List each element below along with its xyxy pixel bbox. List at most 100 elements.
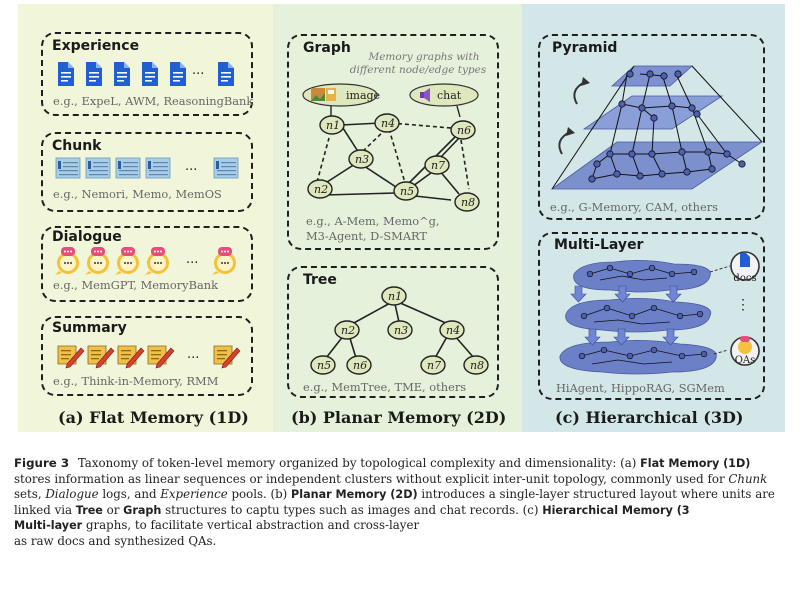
tree-node-label: n5 [317,359,331,372]
layer-node [678,352,686,360]
graph-node: n8 [454,192,480,212]
graph-node-label: n5 [400,185,414,198]
pyramid-node [606,150,614,158]
pyramid-node [588,175,596,183]
graph-title: Graph [303,40,351,56]
experience-examples: e.g., ExpeL, AWM, ReasoningBank [53,94,254,108]
graph-node: n1 [319,115,345,135]
chat-bubble-icon [212,247,236,275]
layer-node [578,352,586,360]
tree-node-label: n8 [470,359,484,372]
hierarchical-memory-panel: Pyramid Multi-Layer [522,4,785,432]
curved-arrow-icon [573,81,586,105]
multilayer-box [538,232,765,400]
chunk-ellipsis: ··· [185,163,197,178]
layer-top [573,260,711,293]
pyramid-node [674,70,682,78]
layer-node [650,304,658,312]
pyramid-node [683,168,691,176]
pyramid-node [693,110,701,118]
summary-box [41,316,253,396]
layer-node [586,270,594,278]
caption-term-graph: Graph [123,503,162,517]
summary-ellipsis: ··· [187,351,199,366]
text-chunk-icon [55,157,81,179]
caption-occlusion [436,518,546,556]
tree-node: n8 [463,355,489,375]
graph-node: n4 [374,113,400,133]
dialogue-ellipsis: ··· [186,256,198,271]
tree-box [287,266,499,398]
caption-term-dialogue: Dialogue [45,487,99,502]
graph-node: n3 [348,149,374,169]
layer-node [626,270,634,278]
image-icon [311,88,336,101]
layer-bottom [559,340,717,375]
graph-node-label: n7 [431,159,445,172]
chunk-examples: e.g., Nemori, Memo, MemOS [53,187,222,201]
layer-node [700,350,708,358]
layer-node [603,304,611,312]
tree-node: n6 [346,355,372,375]
layer-middle [565,298,712,333]
graph-node-label: n1 [326,119,340,132]
docs-label: docs [733,273,756,284]
text-chunk-icon [213,157,239,179]
layer-node [690,268,698,276]
experience-ellipsis: ··· [192,67,204,82]
graph-note-line1: Memory graphs with [367,51,479,63]
planar-memory-label: (b) Planar Memory (2D) [291,408,507,427]
chat-bubble-icon [738,336,752,354]
graph-examples-line1: e.g., A-Mem, Memo^g, [306,214,440,228]
caption-text: sets, [14,487,42,502]
vertical-ellipsis: ⋮ [736,297,750,313]
flat-icons: ··· ··· ··· ··· [55,62,241,369]
document-icon [740,253,750,267]
caption-term-chunk: Chunk [728,471,768,486]
curved-arrow-icon [558,131,571,155]
layer-node [628,312,636,320]
chat-bubble-icon [115,247,139,275]
pyramid-node [618,100,626,108]
pyramid-title: Pyramid [552,40,618,56]
graph-node-label: n2 [314,183,328,196]
graph-node: n2 [307,179,333,199]
hierarchical-graphs: e.g., G-Memory, CAM, others [550,65,764,395]
chat-bubble-icon [85,247,109,275]
chat-bubble-icon [55,247,79,275]
pyramid-node [648,150,656,158]
graph-node: n5 [393,181,419,201]
note-pencil-icon [117,345,145,369]
dialogue-examples: e.g., MemGPT, MemoryBank [53,278,218,292]
layer-node [696,310,704,318]
caption-text: pools. (b) [231,487,288,502]
document-icon [142,62,158,86]
pyramid-examples: e.g., G-Memory, CAM, others [550,200,718,214]
image-tag-label: image [346,89,380,102]
document-icon [86,62,102,86]
flat-memory-panel: Experience e.g., ExpeL, AWM, ReasoningBa… [18,4,273,432]
layer-node [626,352,634,360]
caption-term-hierarchical: Hierarchical Memory (3 [542,503,690,517]
multilayer-title: Multi-Layer [554,237,644,253]
summary-title: Summary [52,320,127,336]
pyramid-plane-bottom [550,141,764,190]
note-pencil-icon [57,345,85,369]
pyramid-node [636,172,644,180]
layer-node [650,346,658,354]
pyramid-node [646,70,654,78]
document-icon [170,62,186,86]
document-icon [218,62,234,86]
layer-node [600,346,608,354]
tree-examples: e.g., MemTree, TME, others [303,380,466,394]
caption-text: as raw docs and synthesized QAs. [14,533,217,548]
graph-node-label: n4 [381,117,395,130]
document-icon [114,62,130,86]
document-icon [58,62,74,86]
layer-node [580,312,588,320]
caption-term-tree: Tree [75,503,103,517]
pyramid-node [668,102,676,110]
down-arrow-icon [584,328,601,346]
graph-note-line2: different node/edge types [350,64,487,76]
layer-node [648,264,656,272]
